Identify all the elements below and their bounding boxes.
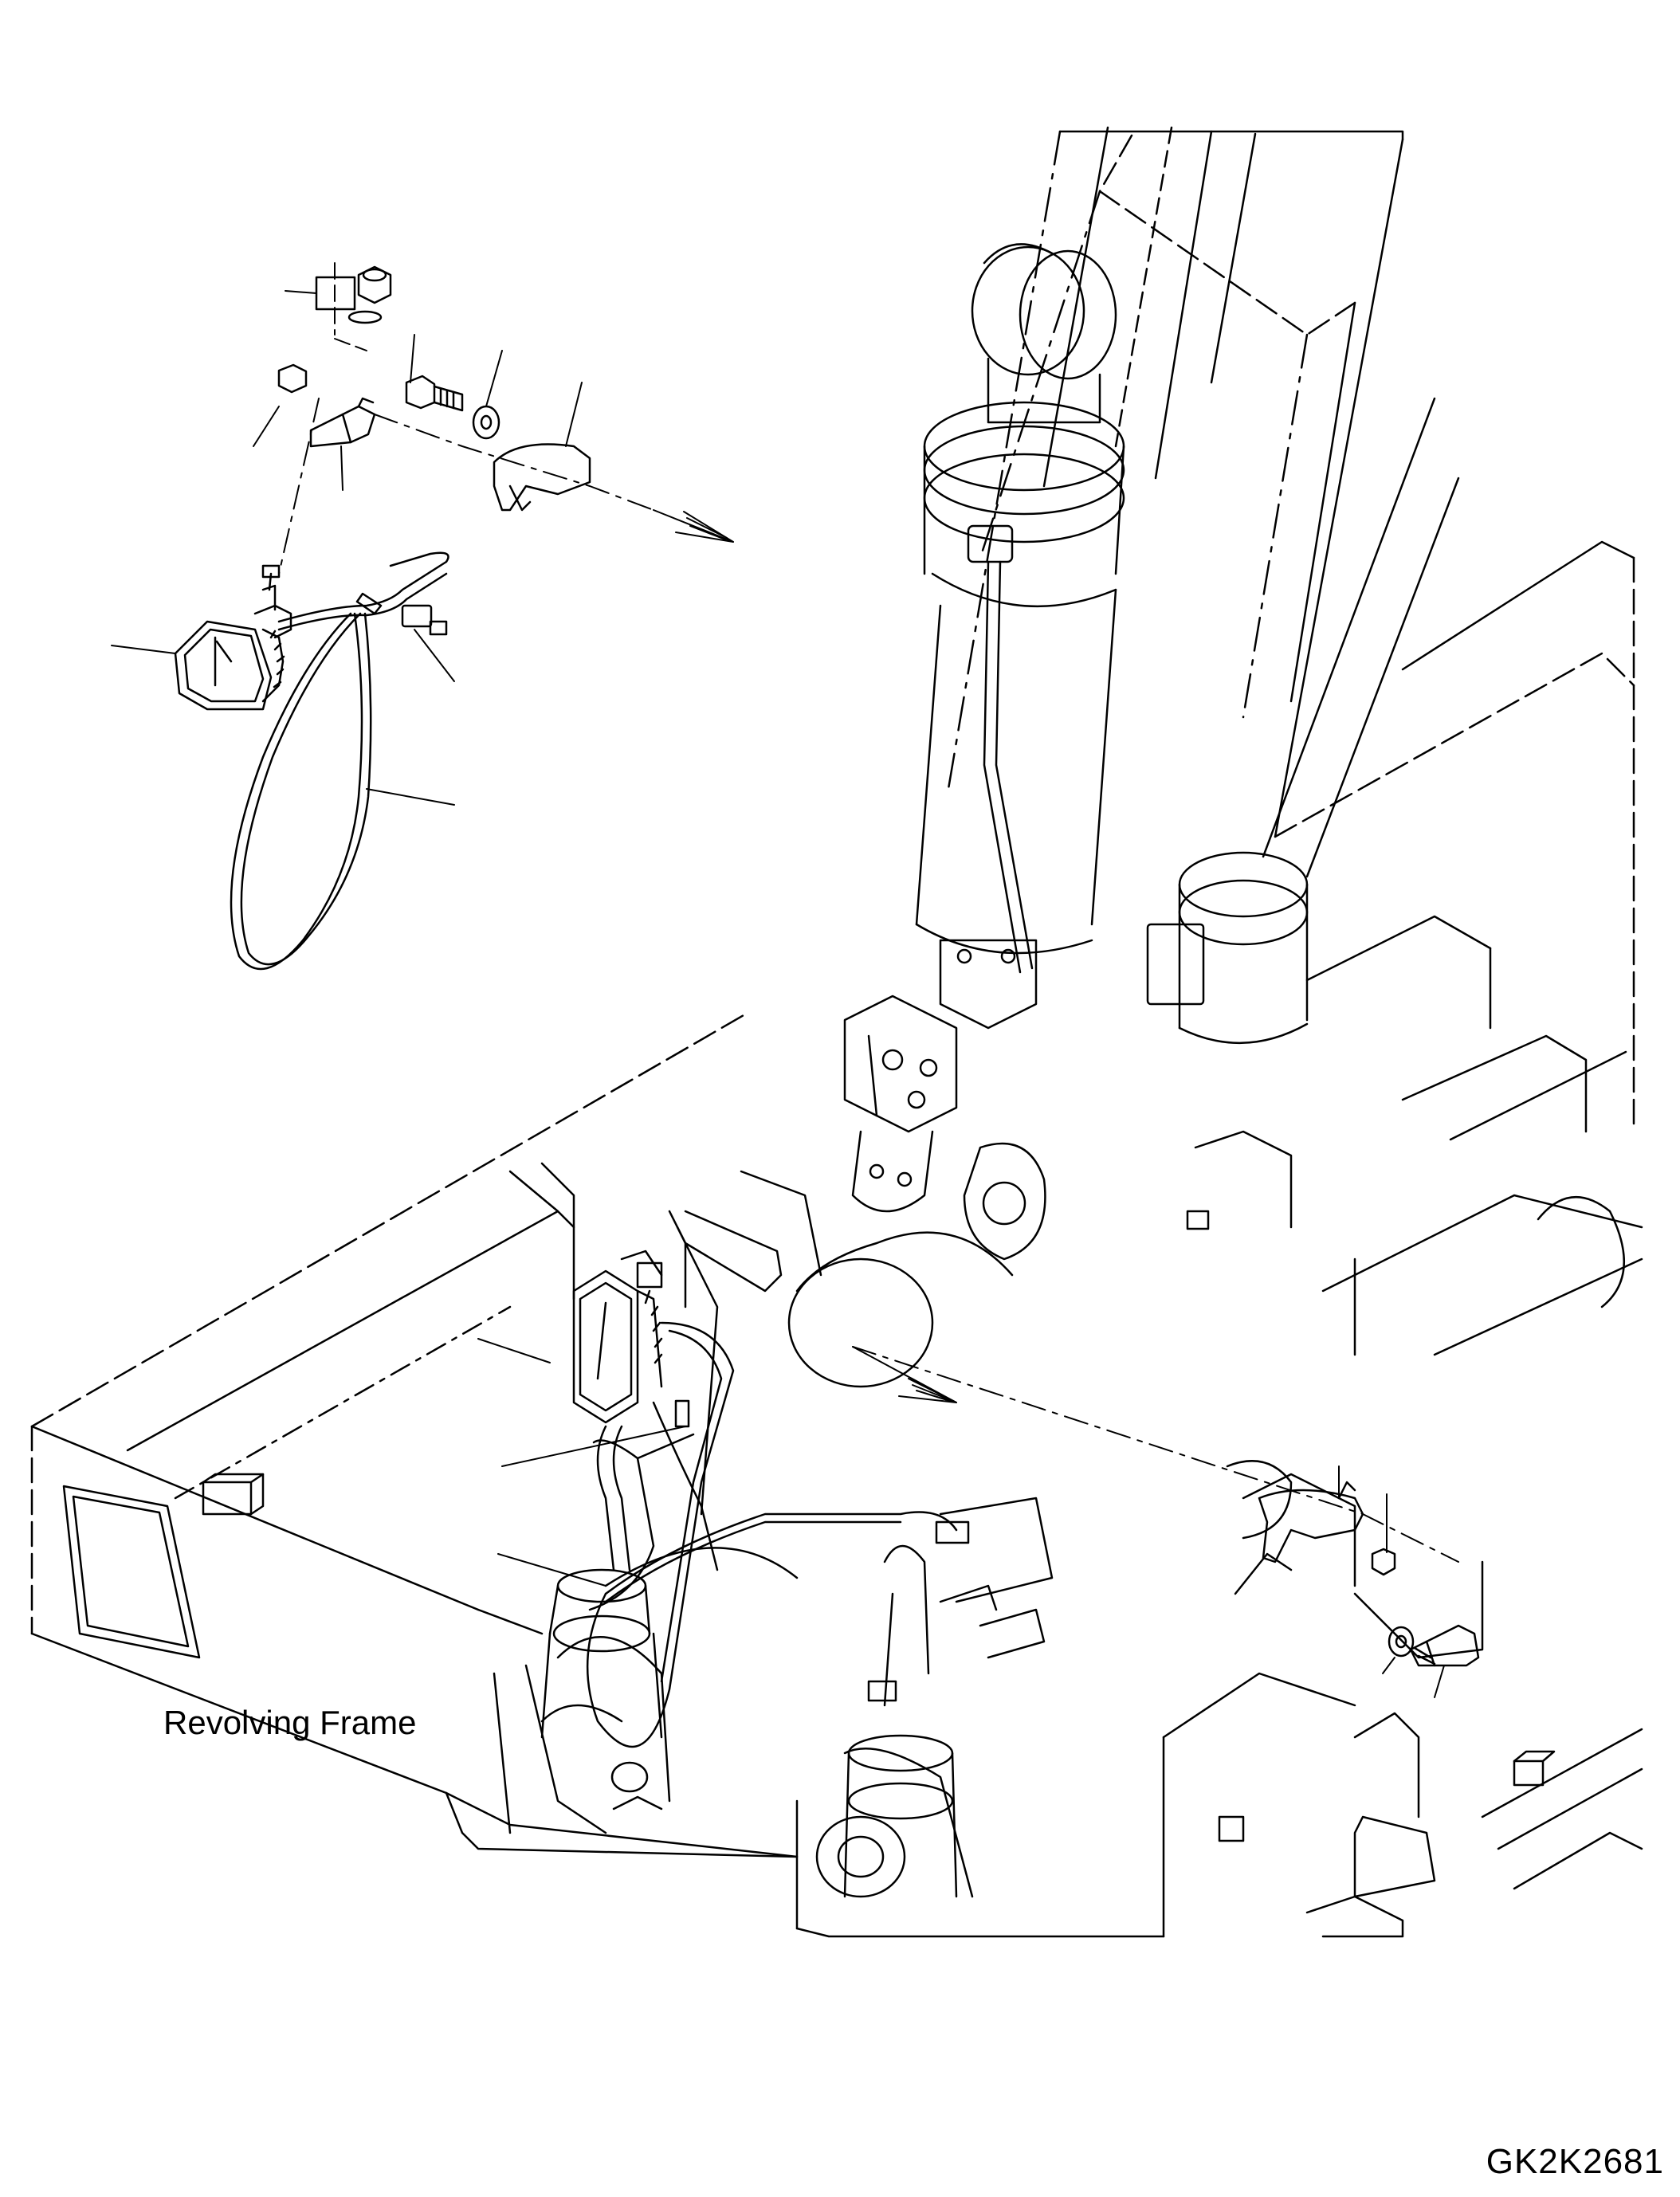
swing-cylinder bbox=[1146, 397, 1460, 1044]
direction-arrow bbox=[653, 509, 957, 1403]
revolving-frame bbox=[30, 1010, 799, 1858]
drawing-code: GK2K2681 bbox=[1486, 2142, 1664, 2181]
boom-structure bbox=[947, 126, 1404, 838]
work-lamp-installed bbox=[572, 1210, 970, 1748]
control-valve bbox=[843, 939, 1046, 1261]
boom-cylinder bbox=[915, 243, 1125, 974]
leader-lines bbox=[278, 262, 1459, 1563]
lower-cylinders bbox=[540, 1544, 1046, 1898]
callout-leaders bbox=[111, 290, 1445, 1698]
deck-plates bbox=[1186, 540, 1643, 1938]
work-lamp-exploded bbox=[174, 551, 449, 971]
exploded-parts-top bbox=[277, 265, 591, 512]
exploded-parts-right bbox=[1258, 1481, 1480, 1667]
boom-foot bbox=[445, 1170, 1356, 1938]
revolving-frame-label: Revolving Frame bbox=[163, 1704, 417, 1741]
